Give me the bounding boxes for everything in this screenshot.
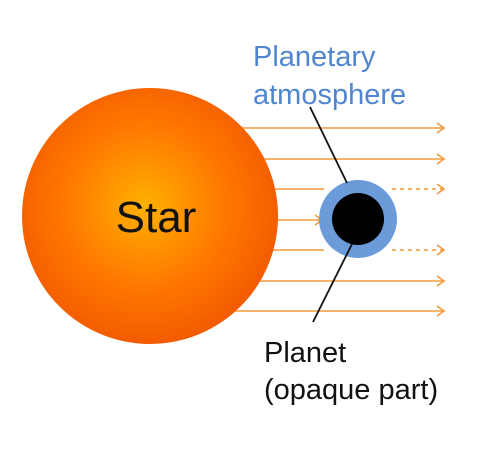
light-ray-arrowhead-1 — [436, 122, 446, 134]
light-ray-arrowhead-7 — [436, 305, 446, 317]
light-rays — [230, 122, 446, 317]
planet-label-line1: Planet — [264, 337, 346, 369]
atmosphere-label-line1: Planetary — [253, 41, 376, 73]
atmosphere-leader-line — [309, 106, 348, 184]
light-ray-arrowhead-3 — [436, 183, 446, 195]
light-ray-arrowhead-2 — [436, 153, 446, 165]
light-ray-arrowhead-6 — [436, 275, 446, 287]
planet-leader-line — [312, 243, 353, 323]
planet-label-line2: (opaque part) — [264, 374, 438, 406]
star-disk — [22, 88, 278, 344]
star-label: Star — [116, 193, 197, 242]
planet-opaque-core — [332, 193, 384, 245]
light-ray-arrowhead-5 — [436, 244, 446, 256]
atmosphere-label-line2: atmosphere — [253, 79, 406, 111]
